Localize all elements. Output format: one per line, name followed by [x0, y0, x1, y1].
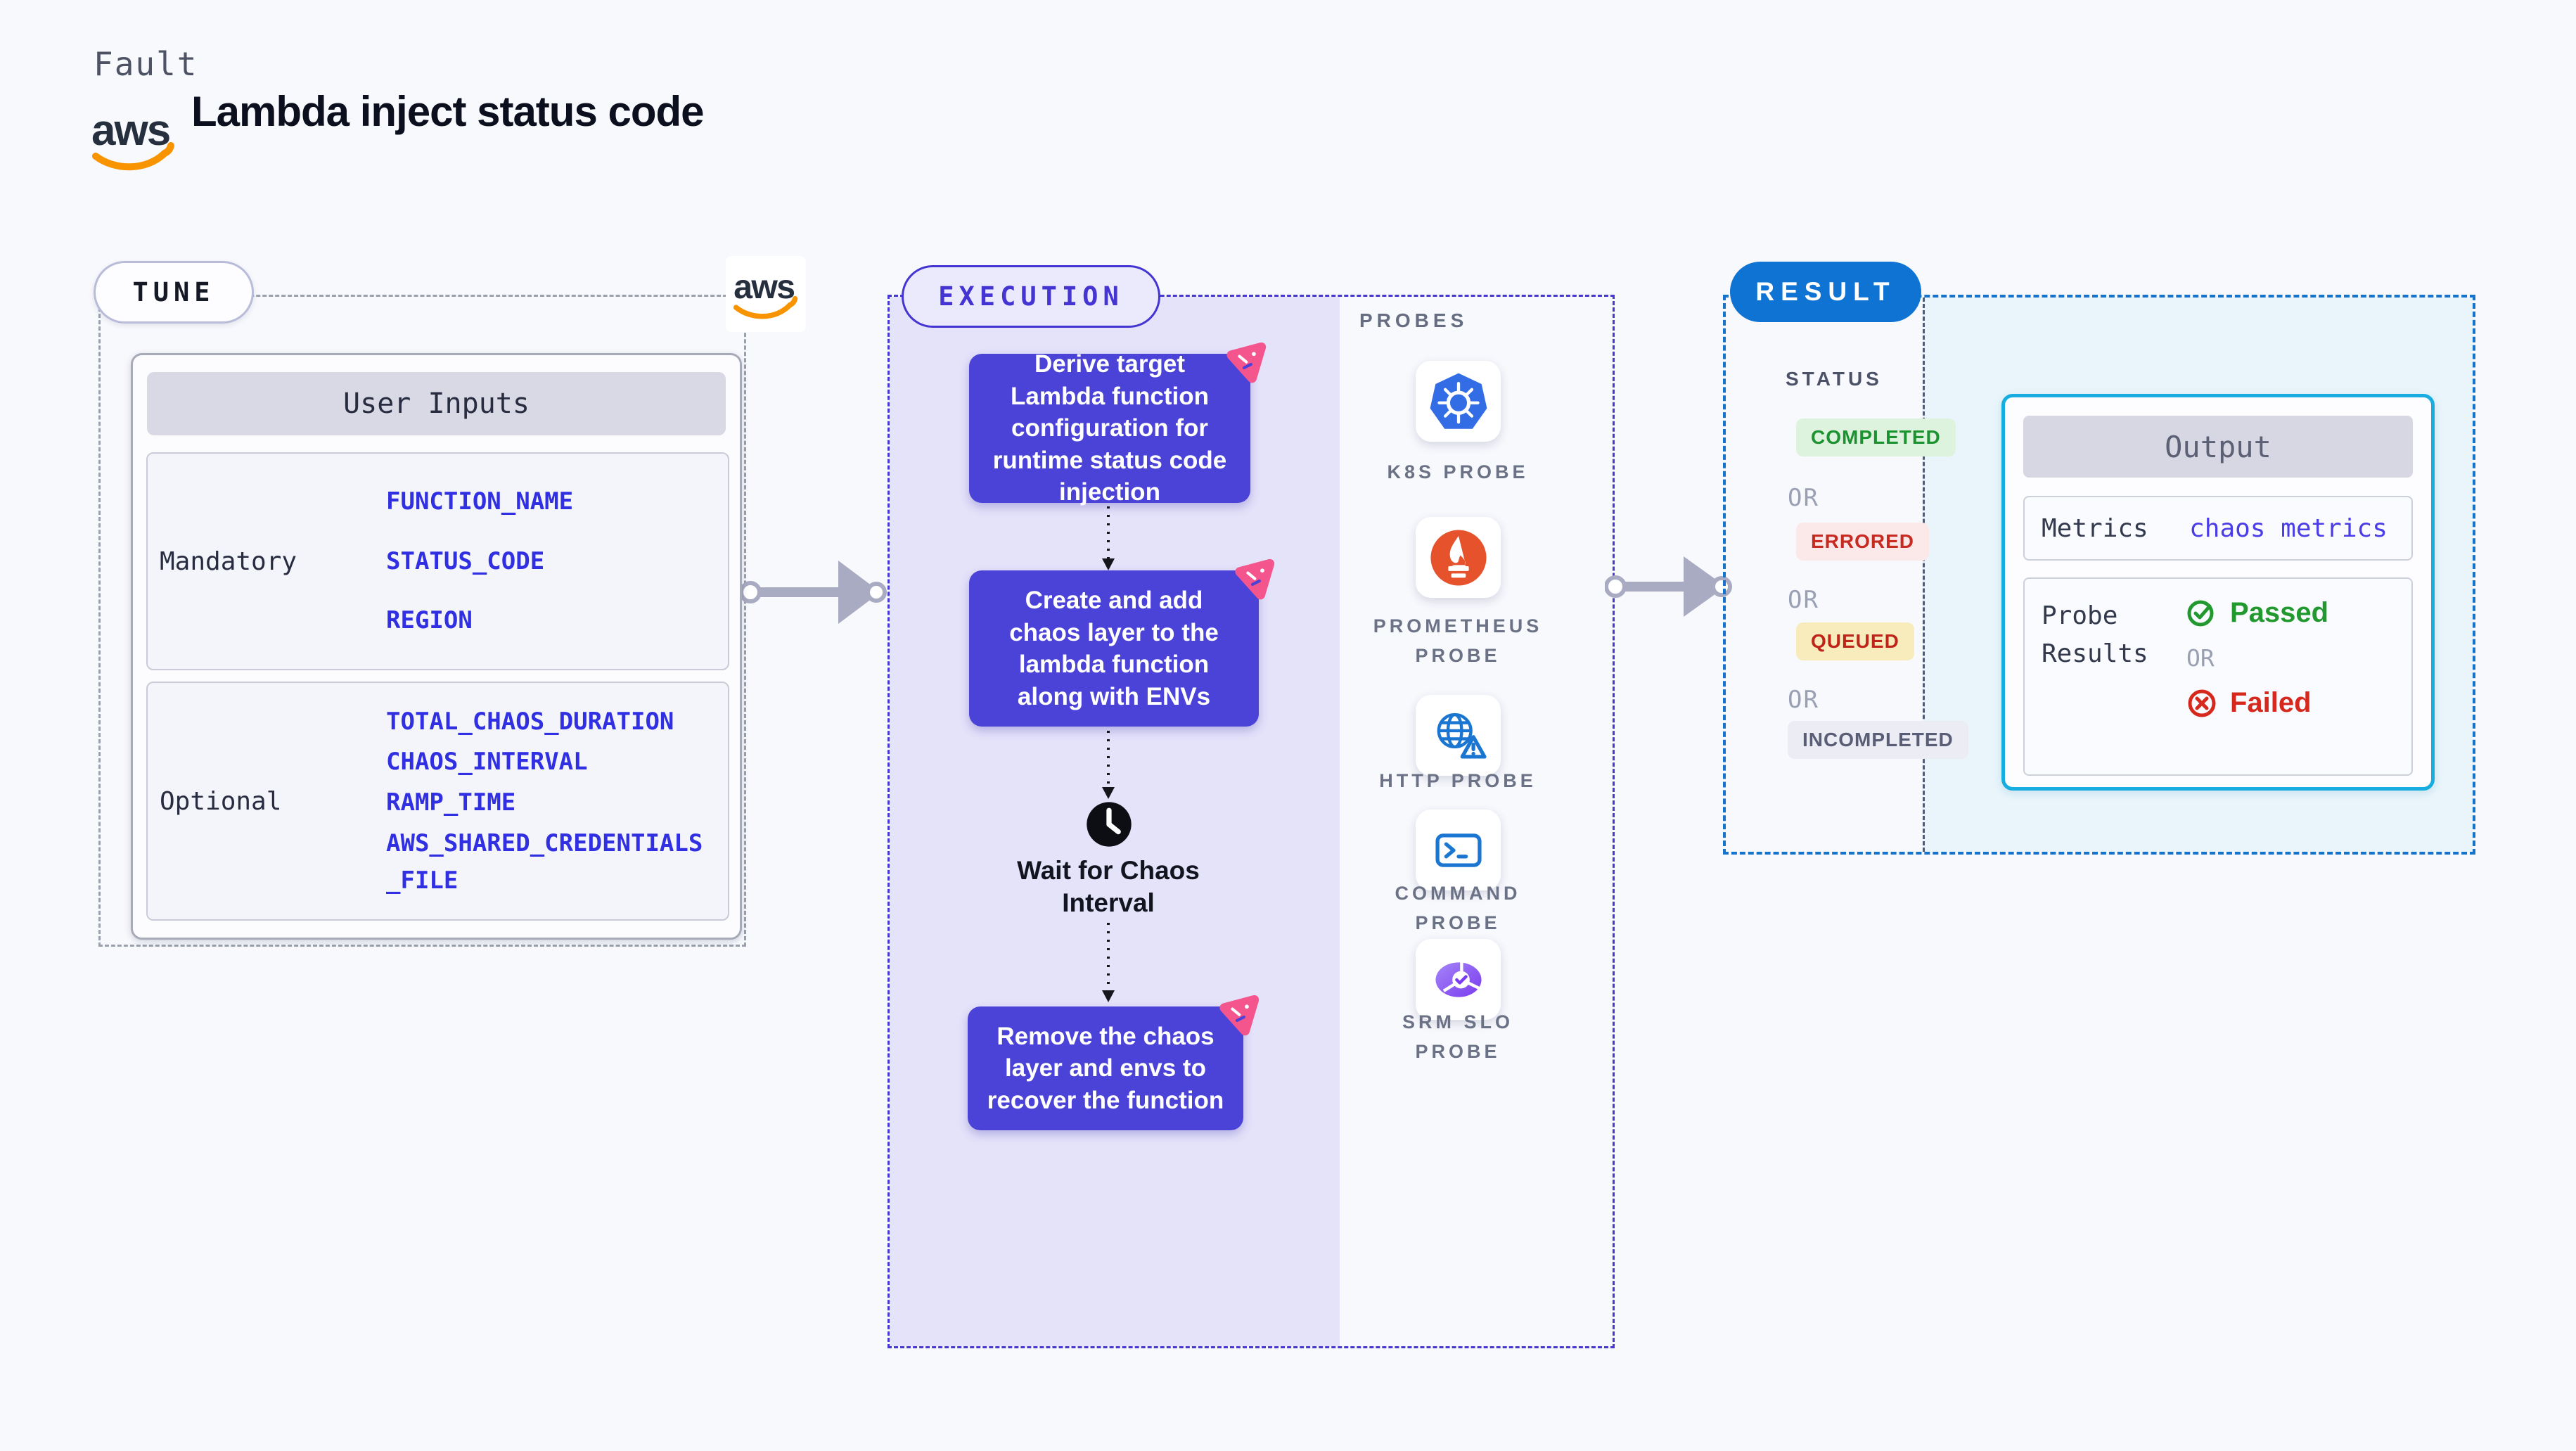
http-globe-warning-icon: [1437, 712, 1487, 759]
probe-card-http: [1416, 695, 1501, 776]
step-create-chaos-layer: Create and add chaos layer to the lambda…: [969, 558, 1275, 727]
probe-card-k8s: [1416, 361, 1501, 442]
clock-icon: [1087, 802, 1132, 847]
step-label: Create and add chaos layer to the lambda…: [1009, 587, 1219, 710]
env-var: TOTAL_CHAOS_DURATION: [386, 707, 674, 736]
passed-label: Passed: [2230, 597, 2329, 628]
step-label: Derive target Lambda function configurat…: [992, 350, 1227, 506]
or-separator: OR: [1788, 686, 1819, 714]
flow-arrow-down: [1102, 731, 1115, 799]
chaos-spark-icon: [1226, 342, 1267, 383]
aws-icon: aws: [733, 268, 798, 319]
mandatory-label: Mandatory: [160, 546, 297, 576]
status-badge-errored: ERRORED: [1796, 523, 1930, 561]
result-divider: [1923, 298, 1925, 852]
status-badge-completed: COMPLETED: [1796, 418, 1956, 456]
aws-smile-swoosh: [92, 150, 168, 171]
probe-label-srm-slo: SRM SLO PROBE: [1402, 1011, 1513, 1062]
probe-card-command: [1416, 810, 1501, 890]
mandatory-row: Mandatory FUNCTION_NAME STATUS_CODE REGI…: [146, 452, 729, 670]
probe-result-failed: Failed: [2186, 687, 2395, 719]
env-var: RAMP_TIME: [386, 788, 516, 817]
output-header: Output: [2023, 416, 2413, 478]
probe-card-srm-slo: [1416, 939, 1501, 1020]
user-inputs-card: User Inputs Mandatory FUNCTION_NAME STAT…: [131, 353, 742, 940]
step-derive-config: Derive target Lambda function configurat…: [969, 342, 1267, 506]
fault-eyebrow-label: Fault: [94, 45, 198, 83]
step-remove-chaos-layer: Remove the chaos layer and envs to recov…: [968, 995, 1260, 1130]
probes-title: PROBES: [1359, 309, 1468, 331]
env-var: STATUS_CODE: [386, 546, 545, 575]
chaos-metrics-link[interactable]: chaos metrics: [2189, 513, 2388, 543]
tune-to-execution-arrow: [738, 553, 887, 635]
wait-for-chaos-label: Wait for Chaos Interval: [1017, 856, 1200, 918]
metrics-label: Metrics: [2042, 513, 2148, 543]
terminal-icon: [1435, 833, 1482, 867]
probe-label-prometheus: PROMETHEUS PROBE: [1373, 615, 1543, 666]
or-separator: OR: [2186, 644, 2215, 672]
result-section: STATUS COMPLETED OR ERRORED OR QUEUED OR…: [1723, 295, 2475, 855]
execution-pill: EXECUTION: [902, 265, 1160, 328]
svg-text:aws: aws: [733, 268, 794, 306]
probe-label-k8s: K8S PROBE: [1387, 461, 1529, 482]
metrics-row: Metrics chaos metrics: [2023, 496, 2413, 561]
optional-values: TOTAL_CHAOS_DURATION CHAOS_INTERVAL RAMP…: [386, 683, 728, 919]
probe-results-label: Probe Results: [2042, 601, 2148, 668]
failed-label: Failed: [2230, 687, 2312, 718]
status-badge-queued: QUEUED: [1796, 622, 1914, 660]
flow-arrow-down: [1102, 923, 1115, 1002]
prometheus-icon: [1430, 529, 1487, 586]
srm-slo-gauge-icon: [1435, 961, 1482, 997]
chaos-spark-icon: [1235, 558, 1275, 600]
page-title: Lambda inject status code: [191, 88, 705, 135]
mandatory-values: FUNCTION_NAME STATUS_CODE REGION: [386, 454, 728, 669]
kubernetes-icon: [1430, 373, 1487, 429]
check-circle-icon: [2187, 600, 2214, 626]
or-separator: OR: [1788, 484, 1819, 512]
probe-card-prometheus: [1416, 517, 1501, 598]
step-label: Remove the chaos layer and envs to recov…: [987, 1022, 1224, 1114]
user-inputs-header: User Inputs: [147, 372, 726, 435]
flow-arrow-down: [1102, 506, 1115, 570]
probe-result-passed: Passed: [2186, 597, 2395, 629]
output-card: Output Metrics chaos metrics Probe Resul…: [2001, 394, 2435, 791]
probe-label-http: HTTP PROBE: [1379, 770, 1537, 791]
aws-corner-badge: aws: [726, 256, 806, 332]
env-var: CHAOS_INTERVAL: [386, 748, 588, 776]
status-title: STATUS: [1786, 368, 1883, 390]
x-circle-icon: [2188, 689, 2216, 717]
tune-pill: TUNE: [94, 261, 254, 324]
execution-section: Derive target Lambda function configurat…: [887, 295, 1615, 1348]
result-pill: RESULT: [1730, 262, 1921, 322]
probe-label-command: COMMAND PROBE: [1395, 883, 1521, 933]
status-badge-incompleted: INCOMPLETED: [1788, 721, 1968, 759]
env-var: FUNCTION_NAME: [386, 487, 574, 516]
probe-results-row: Probe Results Passed OR: [2023, 577, 2413, 776]
optional-label: Optional: [160, 786, 282, 816]
or-separator: OR: [1788, 586, 1819, 614]
execution-to-result-arrow: [1604, 547, 1733, 629]
optional-row: Optional TOTAL_CHAOS_DURATION CHAOS_INTE…: [146, 682, 729, 921]
chaos-spark-icon: [1219, 995, 1260, 1036]
aws-logo: aws: [89, 98, 180, 176]
tune-section: [98, 295, 746, 947]
env-var: REGION: [386, 606, 473, 635]
aws-logo-text: aws: [91, 106, 169, 155]
env-var: AWS_SHARED_CREDENTIALS_FILE: [386, 829, 703, 895]
